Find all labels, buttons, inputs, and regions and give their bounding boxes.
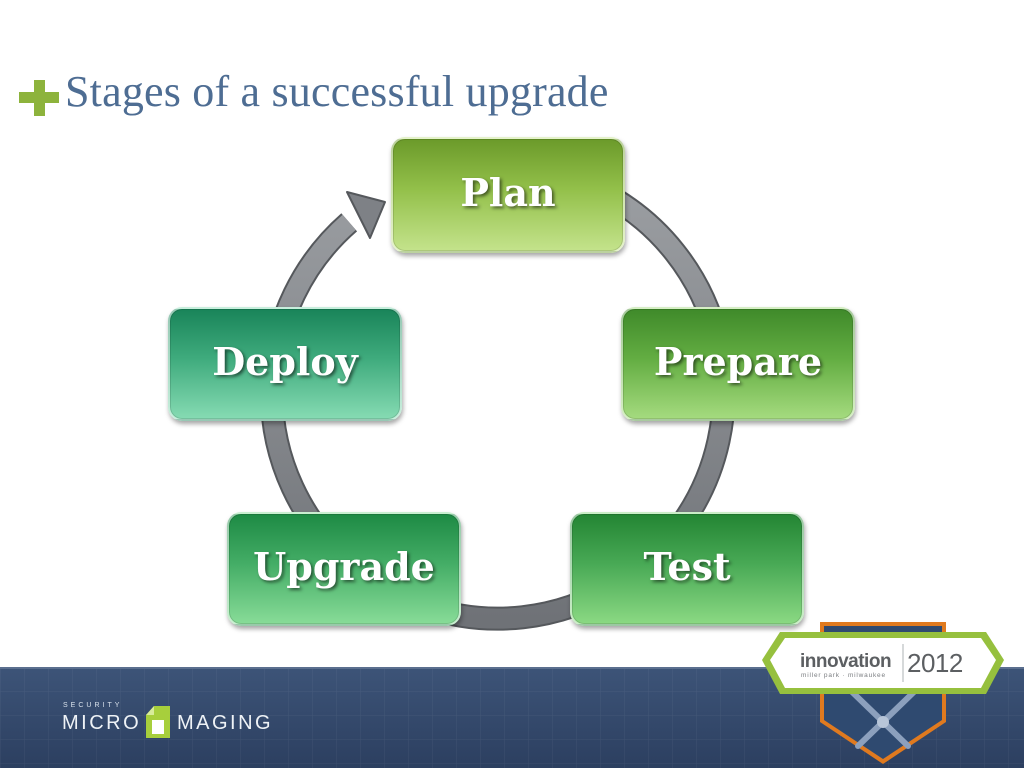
stage-upgrade: Upgrade	[227, 512, 461, 626]
stage-upgrade-label: Upgrade	[253, 543, 435, 589]
company-logo: SECURITY MICRO MAGING	[60, 700, 290, 746]
stage-prepare: Prepare	[621, 307, 855, 421]
logo-maging-text: MAGING	[177, 712, 274, 734]
badge-subtitle: miller park · milwaukee	[801, 672, 886, 679]
badge-word: innovation	[800, 651, 892, 672]
stage-deploy-label: Deploy	[212, 338, 358, 384]
badge-year: 2012	[907, 648, 963, 678]
plus-icon	[19, 80, 59, 116]
logo-mark-icon	[146, 706, 170, 738]
logo-micro-text: MICRO	[62, 712, 142, 734]
stage-test-label: Test	[643, 543, 731, 589]
stage-plan: Plan	[391, 137, 625, 253]
slide-title: Stages of a successful upgrade	[65, 67, 609, 116]
logo-security-text: SECURITY	[63, 702, 123, 709]
stage-test: Test	[570, 512, 804, 626]
stage-deploy: Deploy	[168, 307, 402, 421]
badge-shield	[762, 622, 1004, 764]
stage-plan-label: Plan	[460, 169, 556, 215]
stage-prepare-label: Prepare	[653, 338, 823, 384]
